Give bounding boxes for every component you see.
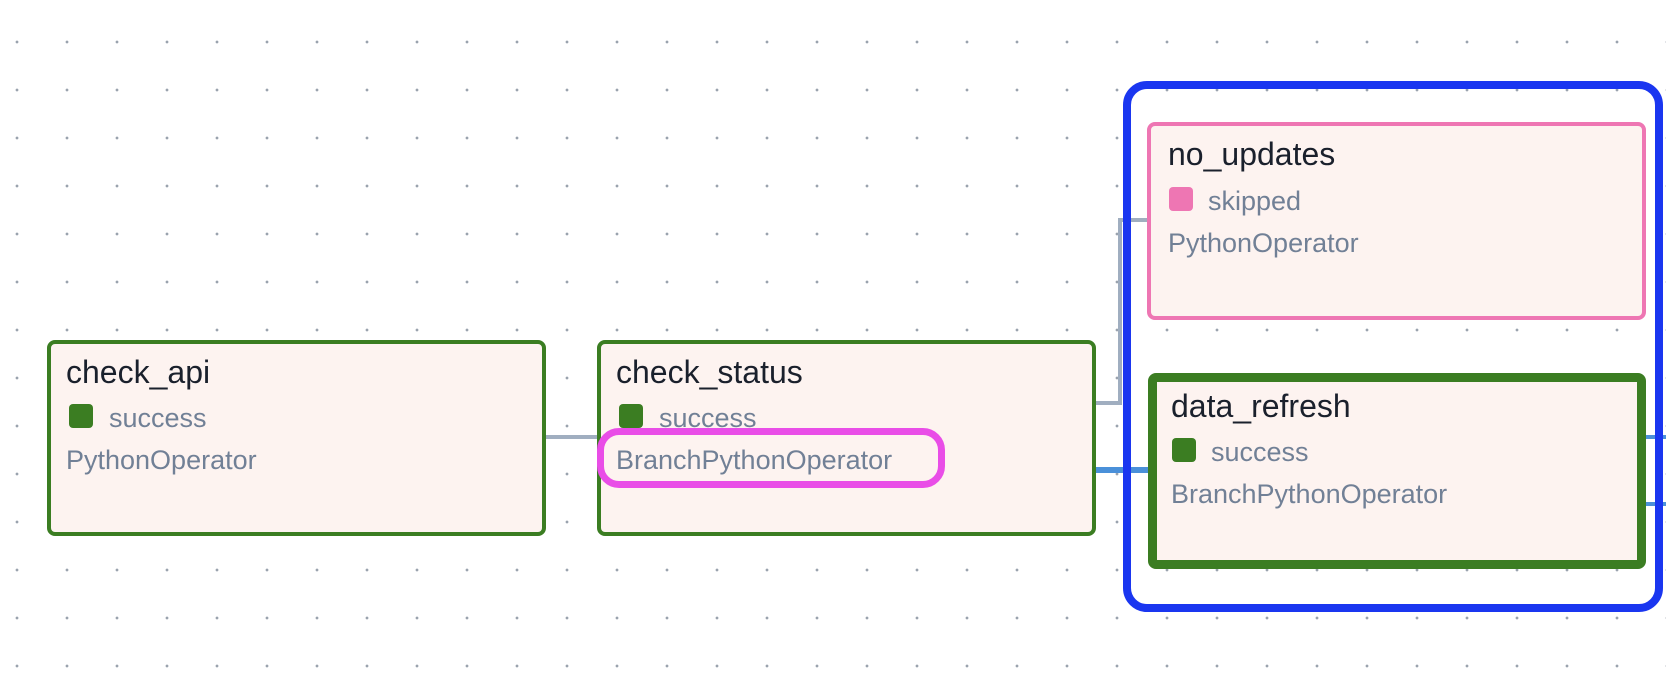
task-title: data_refresh [1171, 388, 1351, 424]
skipped-state-icon [1169, 187, 1193, 211]
task-title: check_api [66, 354, 211, 390]
edge-check-status-to-no-updates [1094, 218, 1147, 405]
task-state: success [1211, 437, 1309, 467]
task-node-no-updates[interactable]: no_updates skipped PythonOperator [1147, 122, 1646, 320]
task-operator: BranchPythonOperator [616, 445, 893, 475]
success-state-icon [1172, 438, 1196, 462]
task-operator: PythonOperator [1168, 228, 1359, 258]
branch-group-highlight [1123, 81, 1663, 612]
operator-highlight-box [597, 428, 945, 488]
task-node-data-refresh[interactable]: data_refresh success BranchPythonOperato… [1148, 373, 1646, 569]
task-title: no_updates [1168, 136, 1336, 172]
task-state: success [109, 403, 207, 433]
task-node-check-api[interactable]: check_api success PythonOperator [47, 340, 546, 536]
task-state: skipped [1208, 186, 1302, 216]
success-state-icon [619, 404, 643, 428]
task-node-check-status[interactable]: check_status success BranchPythonOperato… [597, 340, 1096, 536]
task-operator: PythonOperator [66, 445, 257, 475]
task-operator: BranchPythonOperator [1171, 479, 1448, 509]
task-title: check_status [616, 354, 803, 390]
success-state-icon [69, 404, 93, 428]
